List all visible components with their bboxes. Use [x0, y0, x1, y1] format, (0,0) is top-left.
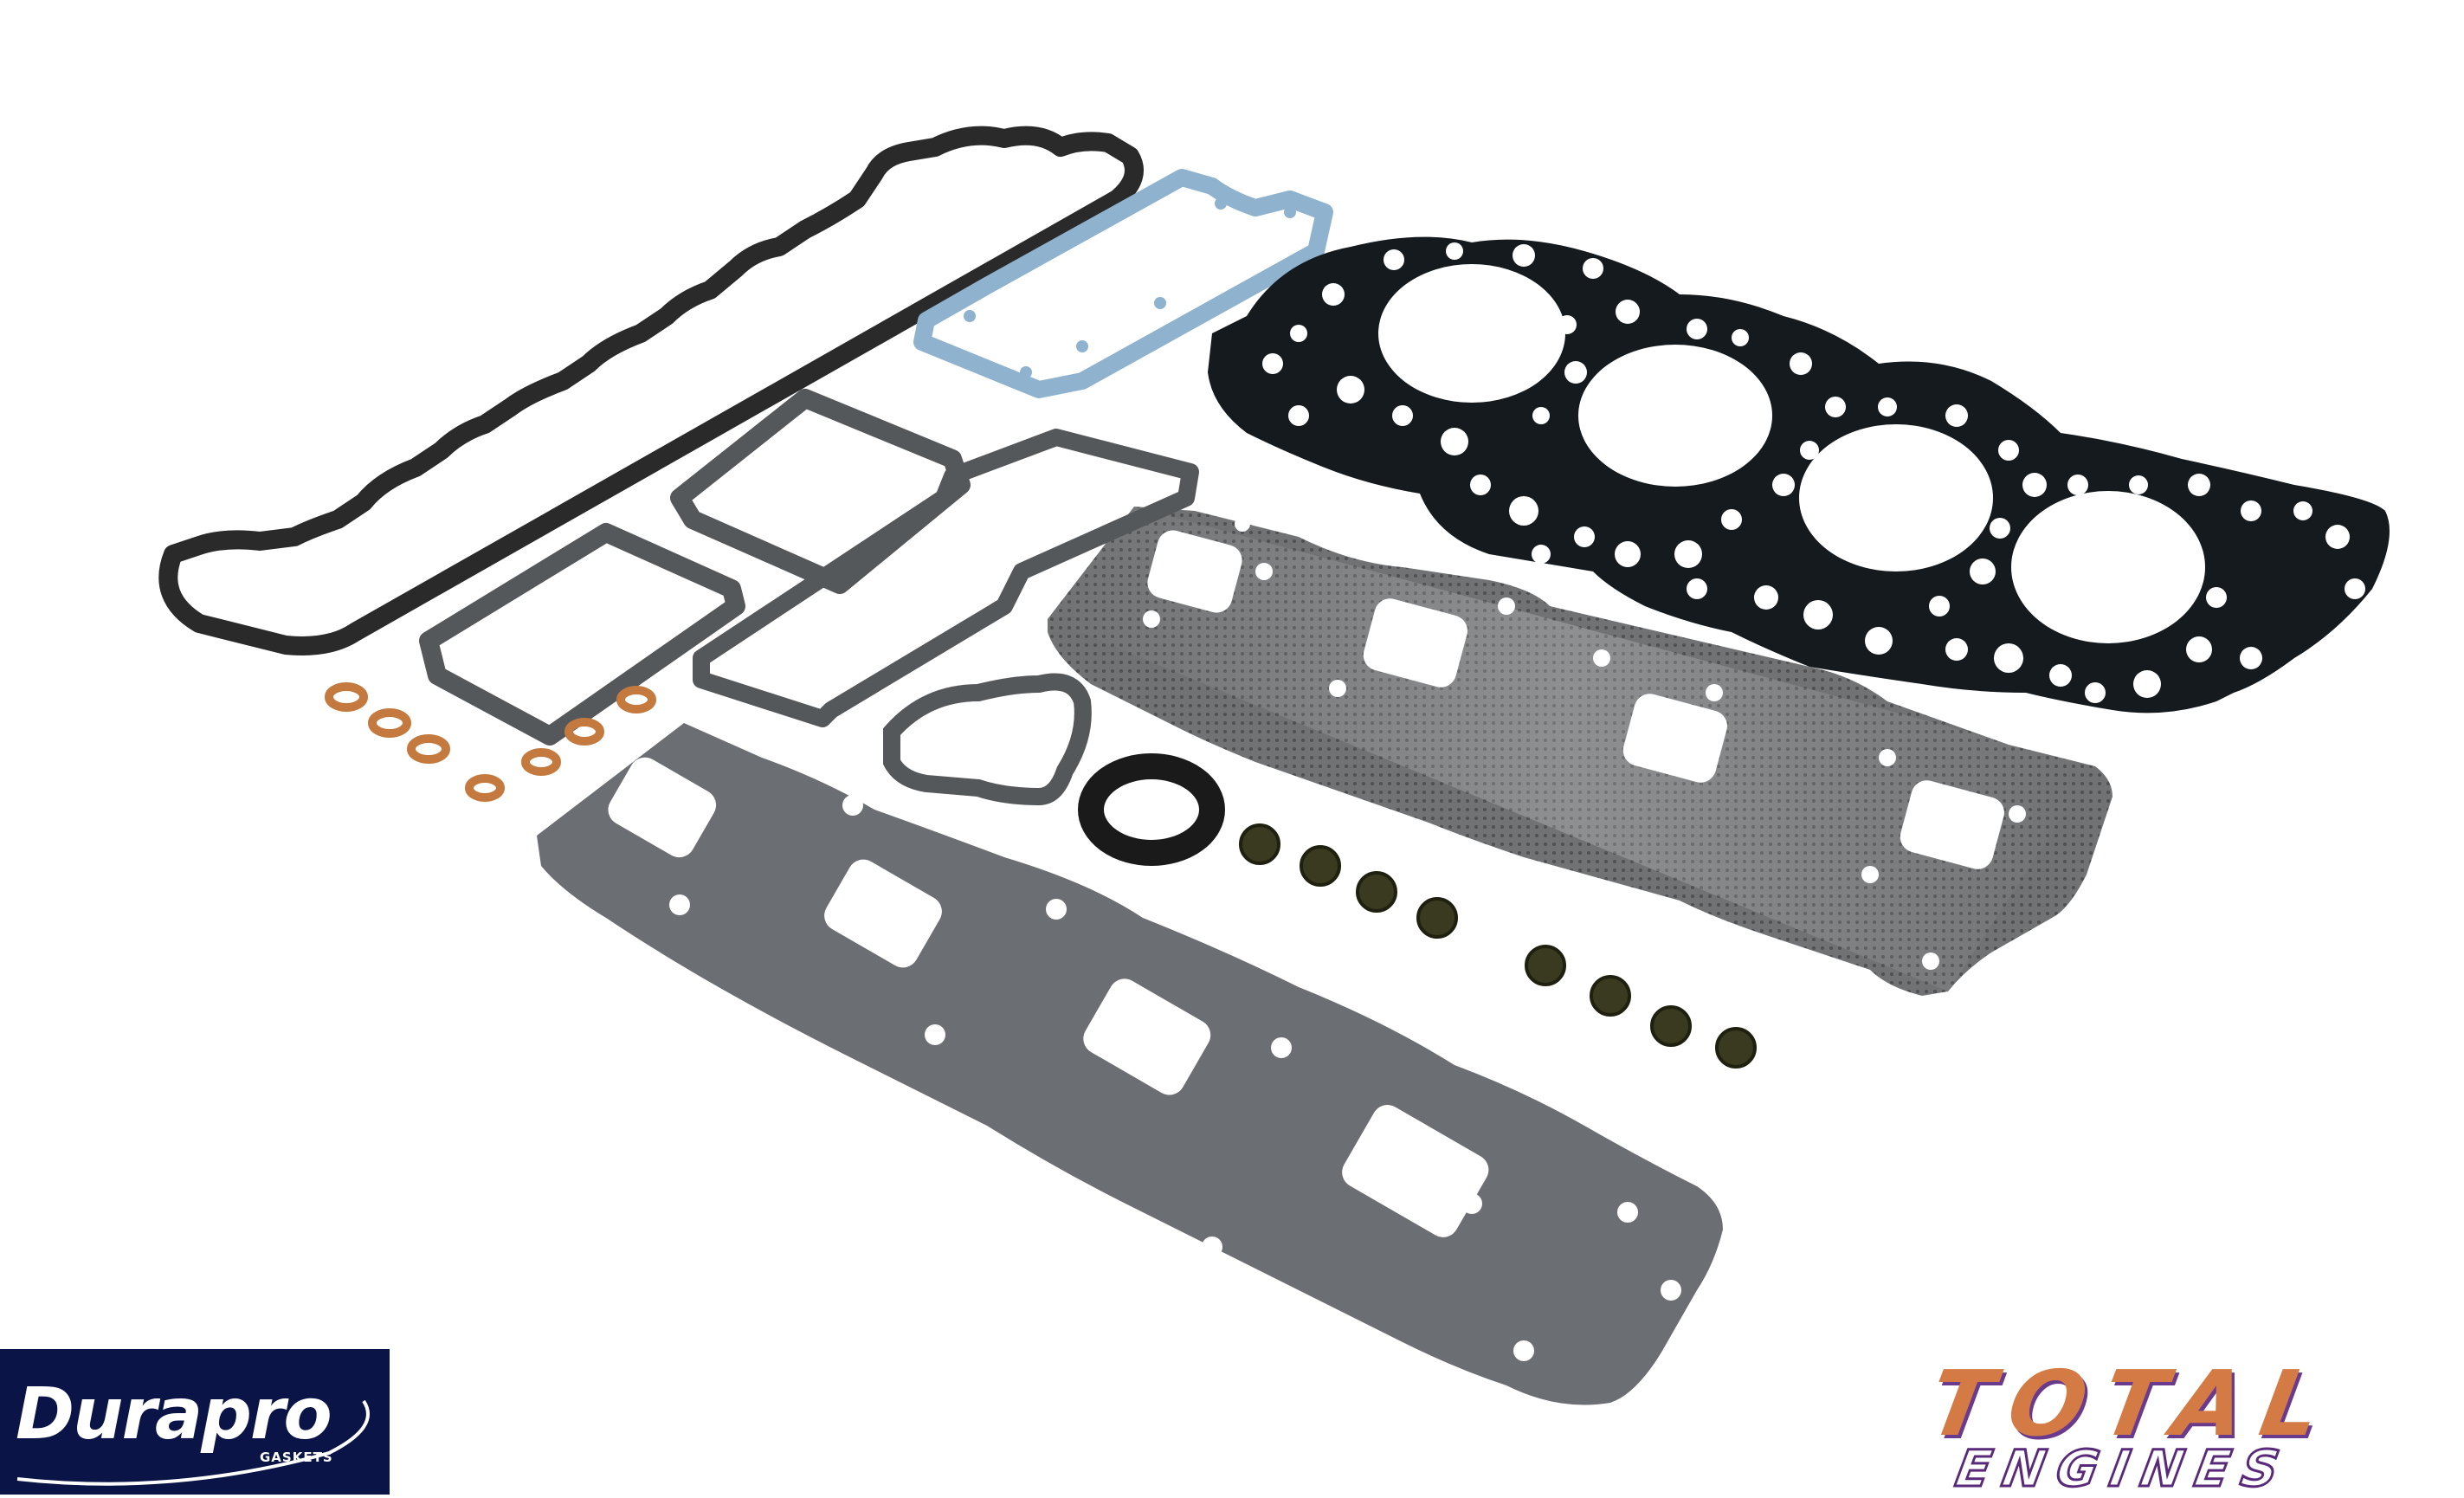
durapro-logo: Durapro GASKETS [0, 1349, 390, 1495]
water-outlet-gasket [883, 673, 1092, 806]
cylinder-head-gasket [1208, 236, 2390, 713]
blue-cover-gasket [913, 169, 1333, 398]
total-engines-logo: TOTAL ENGINES [1913, 1351, 2459, 1498]
valve-stem-seals [1239, 823, 1757, 1069]
durapro-subtext: GASKETS [260, 1450, 333, 1465]
swoosh-icon [16, 1399, 370, 1486]
exhaust-manifold-gasket [1048, 507, 2112, 996]
small-rect-gasket [670, 389, 971, 594]
small-rect-gasket [419, 523, 745, 746]
copper-washers [325, 682, 656, 802]
oil-seal [1078, 753, 1225, 866]
small-rect-gasket [693, 429, 1199, 727]
durapro-wordmark: Durapro [16, 1373, 332, 1456]
engines-wordmark: ENGINES [1951, 1438, 2297, 1498]
intake-manifold-gasket [537, 723, 1723, 1405]
rocker-cover-gasket [158, 126, 1144, 655]
